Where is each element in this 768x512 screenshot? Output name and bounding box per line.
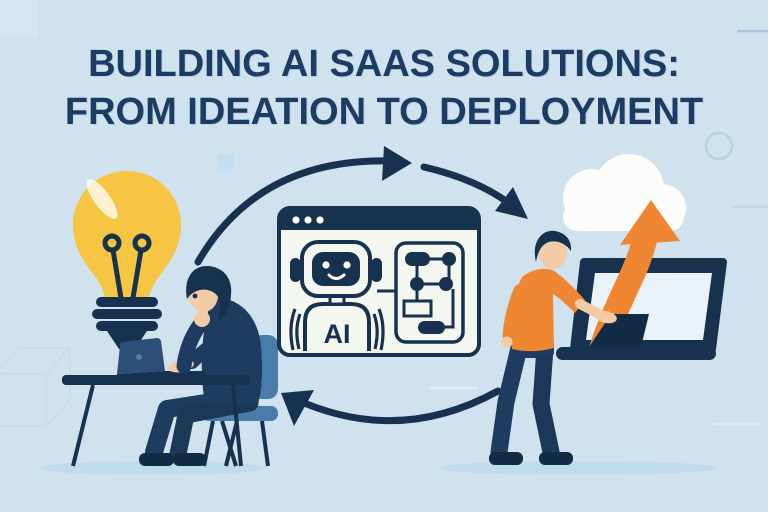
- cycle-arrow-top-left: [194, 146, 412, 266]
- browser-window: AI: [277, 206, 481, 357]
- window-titlebar: [281, 210, 477, 230]
- cycle-arrow-top-right: [420, 163, 528, 219]
- deployment-person: [489, 230, 617, 465]
- robot-eye: [343, 261, 351, 269]
- page-title: BUILDING AI SAAS SOLUTIONS: FROM IDEATIO…: [0, 40, 768, 136]
- cycle-arrow-bottom: [281, 387, 502, 426]
- title-line-2: FROM IDEATION TO DEPLOYMENT: [64, 91, 704, 133]
- background-decorations: [0, 0, 768, 427]
- thinking-person: [139, 265, 262, 466]
- robot-smile: [327, 273, 346, 280]
- eye: [192, 293, 198, 299]
- cloud-icon: [563, 154, 686, 232]
- hand: [595, 310, 617, 324]
- robot-face: [312, 252, 360, 286]
- head: [539, 237, 567, 269]
- ideation-scene: [62, 265, 278, 467]
- robot-label: AI: [324, 319, 351, 349]
- deployment-scene: [489, 154, 727, 465]
- desk: [62, 375, 250, 467]
- cube-wireframe-decoration: [0, 347, 72, 427]
- title-line-1: BUILDING AI SAAS SOLUTIONS:: [88, 43, 680, 85]
- orange-shirt: [510, 268, 585, 352]
- ai-robot-icon: AI: [289, 240, 385, 351]
- window-dot-icon: [316, 216, 324, 224]
- window-dot-icon: [292, 216, 300, 224]
- square-decoration: [217, 154, 234, 171]
- window-dot-icon: [304, 216, 312, 224]
- cycle-arrows: [194, 146, 528, 426]
- circle-decoration: [704, 131, 734, 161]
- lightbulb-icon: [73, 171, 181, 351]
- laptop-base: [556, 314, 716, 360]
- thinking-person-arms: [168, 311, 239, 374]
- robot-eye: [322, 261, 330, 269]
- flowchart-icon: [394, 241, 465, 344]
- hair: [534, 230, 572, 262]
- corner-square-decoration: [0, 0, 38, 38]
